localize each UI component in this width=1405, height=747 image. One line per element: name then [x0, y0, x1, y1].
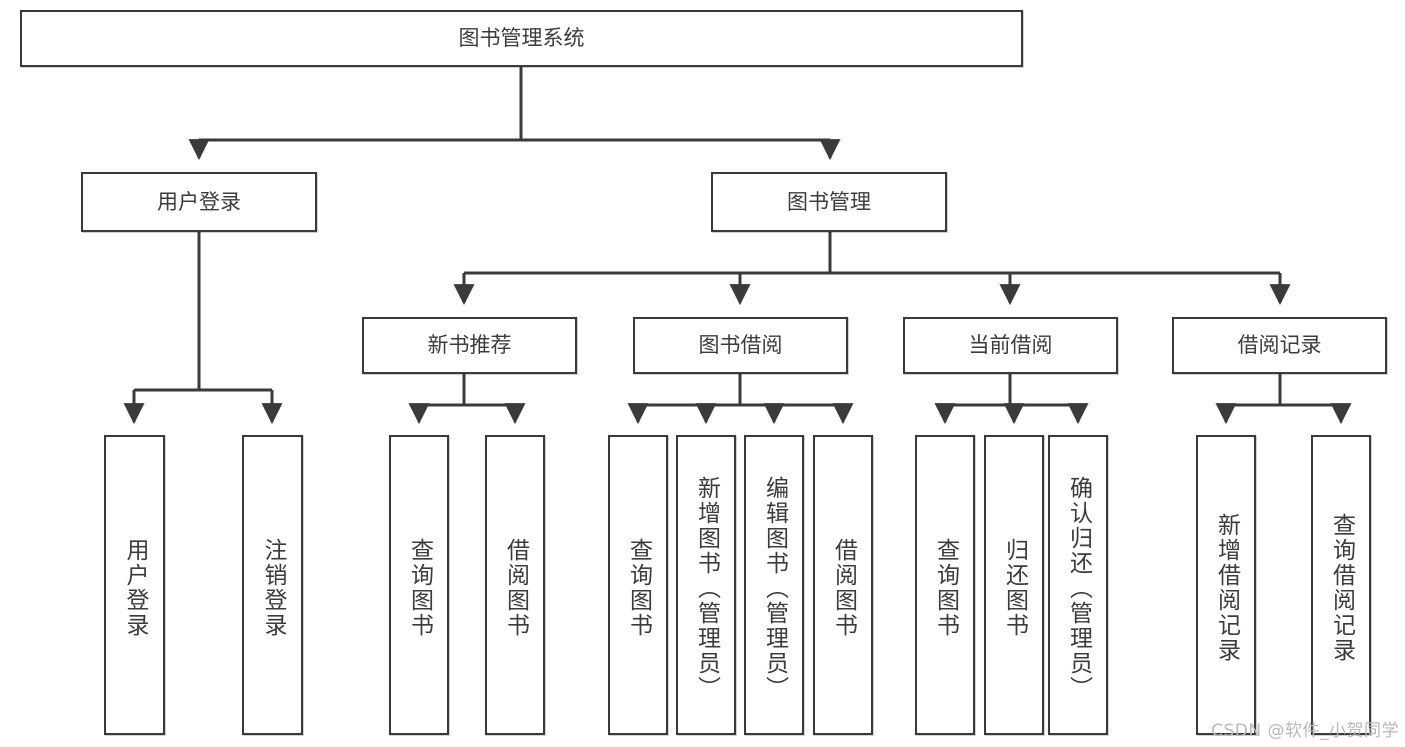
node-confirm-return-admin[interactable]: 确认归还（管理员） — [1048, 435, 1108, 735]
node-query-book-3[interactable]: 查询图书 — [915, 435, 975, 735]
node-add-book-admin[interactable]: 新增图书（管理员） — [676, 435, 736, 735]
node-book-management[interactable]: 图书管理 — [711, 172, 947, 232]
node-return-book[interactable]: 归还图书 — [984, 435, 1044, 735]
node-query-book-2[interactable]: 查询图书 — [608, 435, 668, 735]
node-edit-book-admin[interactable]: 编辑图书（管理员） — [744, 435, 804, 735]
node-user-login-do[interactable]: 用户登录 — [104, 435, 165, 735]
node-borrow-book-2[interactable]: 借阅图书 — [813, 435, 873, 735]
node-user-login[interactable]: 用户登录 — [81, 172, 317, 232]
node-new-book-recommend[interactable]: 新书推荐 — [362, 317, 577, 374]
node-query-book-1[interactable]: 查询图书 — [389, 435, 449, 735]
node-borrow-book-1[interactable]: 借阅图书 — [485, 435, 545, 735]
node-borrow-records[interactable]: 借阅记录 — [1172, 317, 1387, 374]
node-add-borrow-record[interactable]: 新增借阅记录 — [1196, 435, 1256, 735]
node-root[interactable]: 图书管理系统 — [20, 10, 1023, 67]
node-query-borrow-record[interactable]: 查询借阅记录 — [1311, 435, 1371, 735]
node-book-borrow[interactable]: 图书借阅 — [633, 317, 848, 374]
node-user-logout[interactable]: 注销登录 — [242, 435, 303, 735]
node-current-borrow[interactable]: 当前借阅 — [903, 317, 1118, 374]
